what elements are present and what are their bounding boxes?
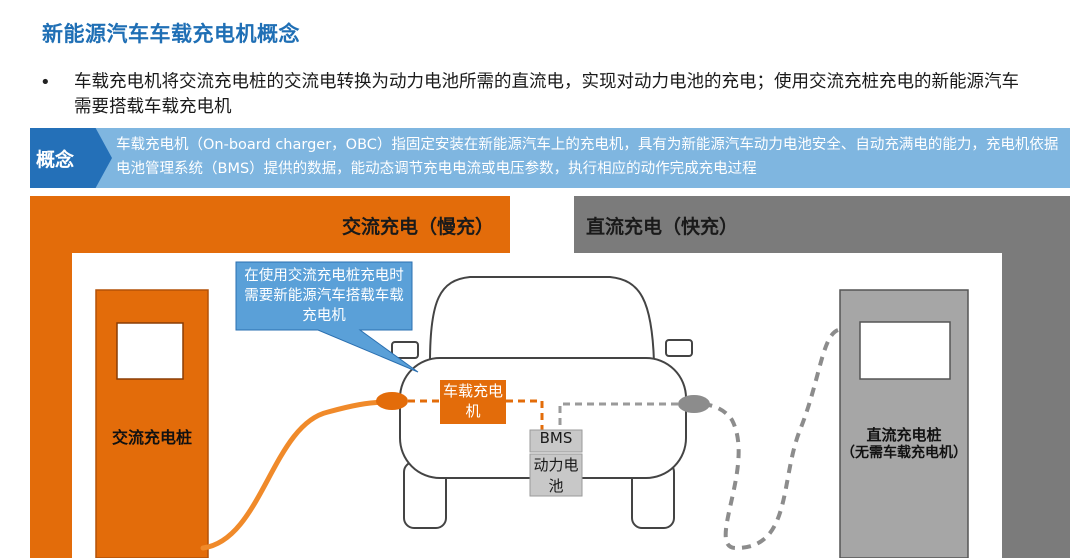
bullet-marker: • — [40, 72, 51, 93]
car-mirror-right — [665, 339, 693, 357]
ac-cable — [200, 399, 391, 551]
dc-charging-title: 直流充电（快充） — [586, 216, 739, 238]
ac-charging-title: 交流充电（慢充） — [341, 216, 494, 238]
dc-internal-wire — [558, 402, 678, 430]
bms-box — [529, 429, 583, 453]
dc-plug — [678, 395, 710, 413]
ac-plug — [376, 392, 408, 410]
obc-to-bms-wire — [506, 399, 544, 430]
callout-bubble — [235, 261, 419, 373]
car-cabin — [428, 276, 656, 363]
dc-pile-note: （无需车载充电机） — [841, 445, 967, 461]
concept-text: 车载充电机（On-board charger，OBC）指固定安装在新能源汽车上的… — [116, 137, 1059, 177]
dc-cable — [699, 328, 840, 551]
bms-label: BMS — [539, 429, 573, 447]
dc-pile-screen — [859, 321, 951, 380]
car-mirror-left — [391, 341, 419, 359]
concept-tag-arrow — [30, 128, 112, 188]
battery-box — [529, 453, 583, 497]
ac-pile-screen — [116, 322, 184, 380]
ac-pile-label: 交流充电桩 — [111, 428, 192, 447]
callout-text: 在使用交流充电桩充电时需要新能源汽车搭载车载充电机 — [244, 268, 404, 324]
battery-label: 动力电池 — [533, 456, 579, 495]
concept-bar — [30, 128, 1070, 188]
dc-pile-label: 直流充电桩 — [866, 426, 942, 444]
page-title: 新能源汽车车载充电机概念 — [42, 22, 300, 46]
obc-box — [440, 380, 506, 424]
bullet-text: 车载充电机将交流充电桩的交流电转换为动力电池所需的直流电，实现对动力电池的充电；… — [74, 72, 1019, 117]
obc-label: 车载充电机 — [442, 382, 503, 420]
concept-tag-label: 概念 — [36, 149, 75, 171]
